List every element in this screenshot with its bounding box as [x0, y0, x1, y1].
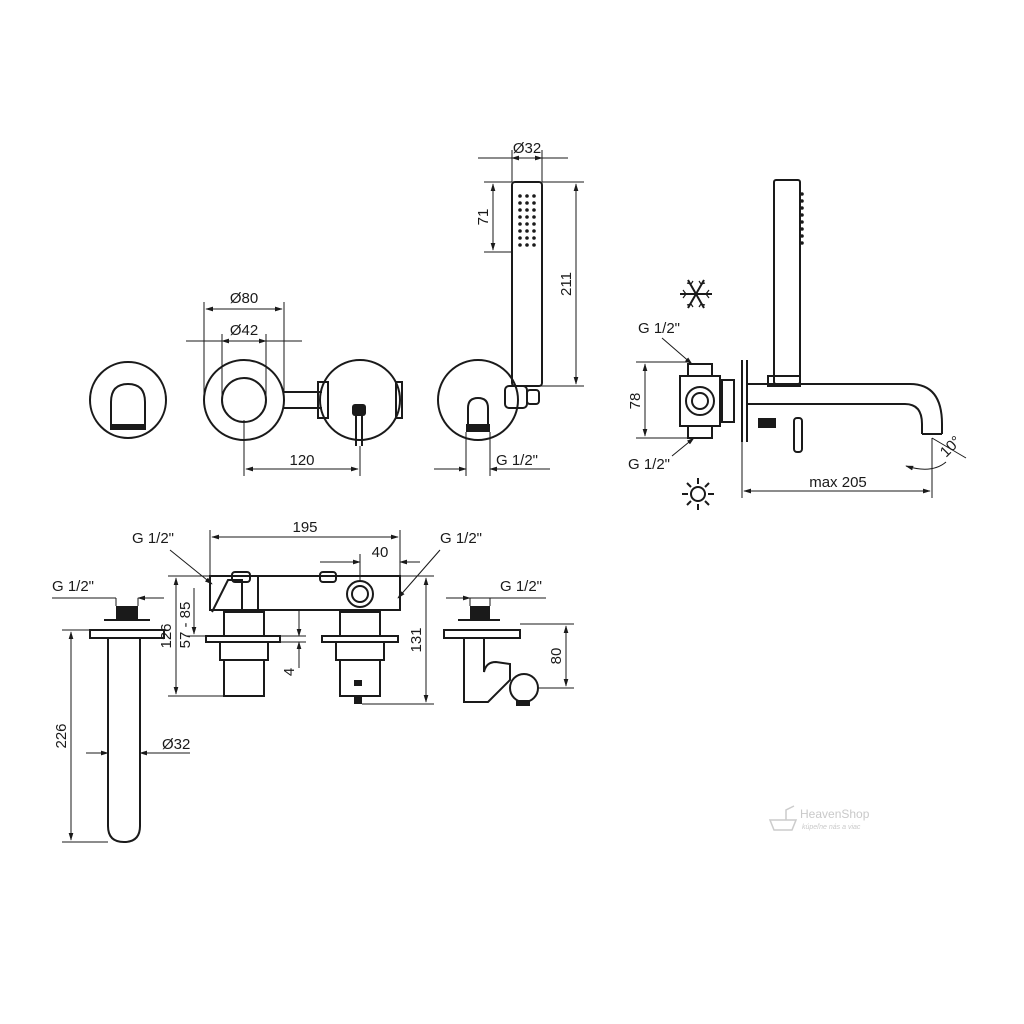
watermark-brand: HeavenShop [800, 807, 870, 821]
dim-g12-b2: G 1/2" [132, 530, 174, 547]
dim-g12-b3: G 1/2" [440, 530, 482, 547]
dim-g12-b4: G 1/2" [500, 578, 542, 595]
front-spout-rosette [89, 361, 167, 439]
dim-226: 226 [53, 723, 70, 748]
dim-211: 211 [558, 272, 575, 296]
front-mixer [203, 359, 403, 446]
dimensions-top-row: Ø32 71 211 Ø80 Ø42 120 G 1/2" [186, 140, 584, 476]
dim-4: 4 [281, 668, 298, 676]
dim-78: 78 [627, 393, 644, 410]
watermark-logo: HeavenShop kúpeľne nás a viac [768, 805, 870, 831]
shower-head-holes [518, 194, 536, 247]
dimensions-bottom-row: G 1/2" 226 Ø32 195 40 G 1/2" G 1/2" [52, 519, 574, 843]
bottom-shower-outlet [443, 606, 539, 706]
dim-g12-b1: G 1/2" [52, 578, 94, 595]
dimensions-side-view: G 1/2" G 1/2" 78 max 205 10° [627, 320, 967, 498]
dim-42: Ø42 [230, 322, 258, 339]
dim-195: 195 [292, 519, 317, 536]
dim-131: 131 [408, 627, 425, 652]
dim-40: 40 [372, 544, 389, 561]
sun-icon [682, 478, 714, 510]
watermark-tagline: kúpeľne nás a viac [802, 824, 861, 831]
dim-80-bottom: 80 [548, 648, 565, 665]
front-hand-shower [437, 181, 543, 441]
dim-g12-front: G 1/2" [496, 452, 538, 469]
dim-max205: max 205 [809, 474, 867, 491]
dim-120: 120 [289, 452, 314, 469]
dim-32-spout: Ø32 [162, 736, 190, 753]
snowflake-icon [680, 279, 712, 309]
bottom-spout [89, 606, 165, 844]
bottom-mixer-body [205, 571, 401, 704]
dim-71: 71 [475, 209, 492, 226]
dim-g12-side-bot: G 1/2" [628, 456, 670, 473]
side-view [679, 179, 943, 510]
dim-g12-side-top: G 1/2" [638, 320, 680, 337]
dim-57-85: 57 - 85 [177, 602, 194, 649]
dim-80: Ø80 [230, 290, 258, 307]
dim-angle10: 10° [937, 433, 965, 461]
dim-126: 126 [158, 623, 175, 648]
dim-32-top: Ø32 [513, 140, 541, 157]
